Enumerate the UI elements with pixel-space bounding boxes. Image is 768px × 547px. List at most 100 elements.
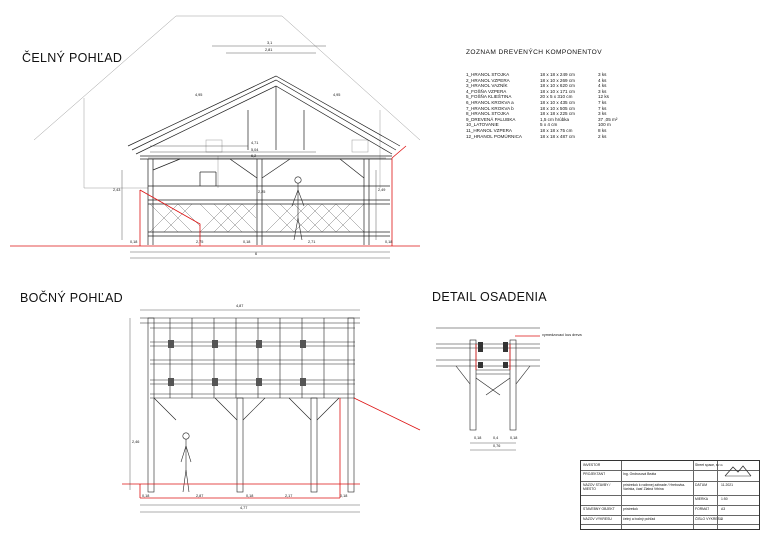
tb-label: STAVEBNÝ OBJEKT <box>583 507 615 511</box>
component-name: 5_FOŠŇA KLIEŠTINA <box>466 94 512 100</box>
front-dim: 0,18 <box>243 240 251 244</box>
component-name: 6_HRANOL KROKVA a <box>466 99 514 105</box>
tb-label: INVESTOR <box>583 463 601 467</box>
side-dim: 4,77 <box>240 506 248 510</box>
component-qty: 100 m <box>598 122 611 128</box>
front-dim: 3,1 <box>267 41 273 45</box>
component-name: 7_HRANOL KROKVA b <box>466 105 514 111</box>
side-view-heading: BOČNÝ POHĽAD <box>20 291 123 305</box>
component-row: 6_HRANOL KROKVA a 18 x 10 x 435 cm 7 ks <box>466 100 628 106</box>
tb-value: prístrešok k rodinnej záhrade / Hrebovka… <box>623 483 686 491</box>
component-row: 5_FOŠŇA KLIEŠTINA 20 x 5 x 310 cm 12 ks <box>466 94 628 100</box>
component-name: 3_HRANOL VAZNÍK <box>466 83 508 89</box>
tb-value: čelný a bočný pohľad <box>623 517 656 521</box>
front-dim: 4,95 <box>333 93 341 97</box>
title-block: INVESTOR PROJEKTANT Ing. Ondrusová Beáta… <box>580 460 760 530</box>
front-dim: 0,18 <box>130 240 138 244</box>
component-name: 4_FOŠŇA VZPERA <box>466 88 507 94</box>
tb-val: A3 <box>721 507 726 511</box>
tb-label: NÁZOV VÝKRESU <box>583 517 612 521</box>
component-qty: 4 ks <box>598 77 607 83</box>
component-row: 2_HRANOL VZPERA 18 x 10 x 269 cm 4 ks <box>466 78 628 84</box>
component-name: 2_HRANOL VZPERA <box>466 77 510 83</box>
component-qty: 2 ks <box>598 133 607 139</box>
component-dim: 18 x 18 x 225 cm <box>540 111 575 117</box>
front-dim: 0,18 <box>385 240 393 244</box>
tb-val: 1:50 <box>721 497 728 501</box>
component-dim: 18 x 18 x 249 cm <box>540 72 575 77</box>
component-qty: 37 ,05 m² <box>598 116 618 122</box>
tb-company: Street space, s.r.o. <box>695 463 724 467</box>
component-dim: 18 x 10 x 435 cm <box>540 99 575 105</box>
tb-label: PROJEKTANT <box>583 472 606 476</box>
detail-dim: 0,18 <box>474 436 482 440</box>
tb-key: ČÍSLO VÝKRESU <box>695 517 723 521</box>
component-dim: 18 x 10 x 505 cm <box>540 105 575 111</box>
components-title: ZOZNAM DREVENÝCH KOMPONENTOV <box>466 49 603 56</box>
detail-dim: 0,4 <box>493 436 499 440</box>
front-dim: 4,95 <box>195 93 203 97</box>
side-dim: 0,18 <box>340 494 348 498</box>
component-row: 1_HRANOL STOJKA 18 x 18 x 249 cm 3 ks <box>466 72 628 78</box>
front-dim: 2,25 <box>258 190 266 194</box>
component-qty: 7 ks <box>598 105 607 111</box>
component-row: 11_HRANOL VZPERA 18 x 18 x 75 cm 8 ks <box>466 128 628 134</box>
component-qty: 8 ks <box>598 127 607 133</box>
side-dim: 0,18 <box>142 494 150 498</box>
front-dim: 6,2 <box>251 154 257 158</box>
component-row: 12_HRANOL POMÚRNICA 18 x 18 x 487 cm 2 ks <box>466 134 628 140</box>
front-dim: 2,49 <box>378 188 386 192</box>
component-qty: 3 ks <box>598 72 607 77</box>
tb-val: 11.2021 <box>721 483 734 487</box>
component-row: 3_HRANOL VAZNÍK 18 x 10 x 620 cm 4 ks <box>466 83 628 89</box>
component-dim: 18 x 10 x 620 cm <box>540 83 575 89</box>
tb-key: MIERKA <box>695 497 708 501</box>
component-dim: 5 x 4 cm <box>540 122 558 128</box>
component-name: 1_HRANOL STOJKA <box>466 72 510 77</box>
person-side-figure <box>180 432 192 493</box>
front-view-heading: ČELNÝ POHĽAD <box>22 51 123 65</box>
component-row: 4_FOŠŇA VZPERA 18 x 10 x 171 cm 3 ks <box>466 89 628 95</box>
component-dim: 20 x 5 x 310 cm <box>540 94 573 100</box>
tb-key: DÁTUM <box>695 483 708 487</box>
front-dim: 4,71 <box>251 141 259 145</box>
component-row: 8_HRANOL STOJKA 18 x 18 x 225 cm 3 ks <box>466 111 628 117</box>
component-name: 11_HRANOL VZPERA <box>466 127 512 133</box>
component-qty: 4 ks <box>598 83 607 89</box>
front-dim: 5,04 <box>251 148 259 152</box>
component-name: 9_DREVENÁ PALUBKA <box>466 116 516 122</box>
component-dim: 18 x 18 x 487 cm <box>540 133 575 139</box>
component-dim: 18 x 18 x 75 cm <box>540 127 573 133</box>
component-dim: 18 x 10 x 171 cm <box>540 88 575 94</box>
tb-key: FORMÁT <box>695 507 710 511</box>
front-dim: 6 <box>255 252 258 256</box>
front-dim: 2,71 <box>308 240 316 244</box>
front-dim: 2,43 <box>113 188 121 192</box>
detail-heading: DETAIL OSADENIA <box>432 290 547 304</box>
component-name: 10_LATOVANIE <box>466 122 499 128</box>
component-qty: 7 ks <box>598 99 607 105</box>
company-logo-icon <box>724 465 752 477</box>
component-dim: 18 x 10 x 269 cm <box>540 77 575 83</box>
side-dim: 0,18 <box>246 494 254 498</box>
tb-value: Ing. Ondrusová Beáta <box>623 472 656 476</box>
component-row: 7_HRANOL KROKVA b 18 x 10 x 505 cm 7 ks <box>466 106 628 112</box>
component-qty: 12 ks <box>598 94 609 100</box>
component-qty: 3 ks <box>598 111 607 117</box>
side-dim: 2,17 <box>285 494 293 498</box>
component-name: 8_HRANOL STOJKA <box>466 111 510 117</box>
component-dim: 1,5 cm hrúbka <box>540 116 570 122</box>
detail-callout: vymedzovací kus dreva <box>542 333 582 337</box>
component-row: 10_LATOVANIE 5 x 4 cm 100 m <box>466 122 628 128</box>
component-qty: 3 ks <box>598 88 607 94</box>
component-name: 12_HRANOL POMÚRNICA <box>466 133 522 139</box>
front-dim: 2,75 <box>196 240 204 244</box>
side-dim: 2,87 <box>196 494 204 498</box>
tb-value: prístrešok <box>623 507 638 511</box>
component-row: 9_DREVENÁ PALUBKA 1,5 cm hrúbka 37 ,05 m² <box>466 117 628 123</box>
front-dim: 2,81 <box>265 48 273 52</box>
